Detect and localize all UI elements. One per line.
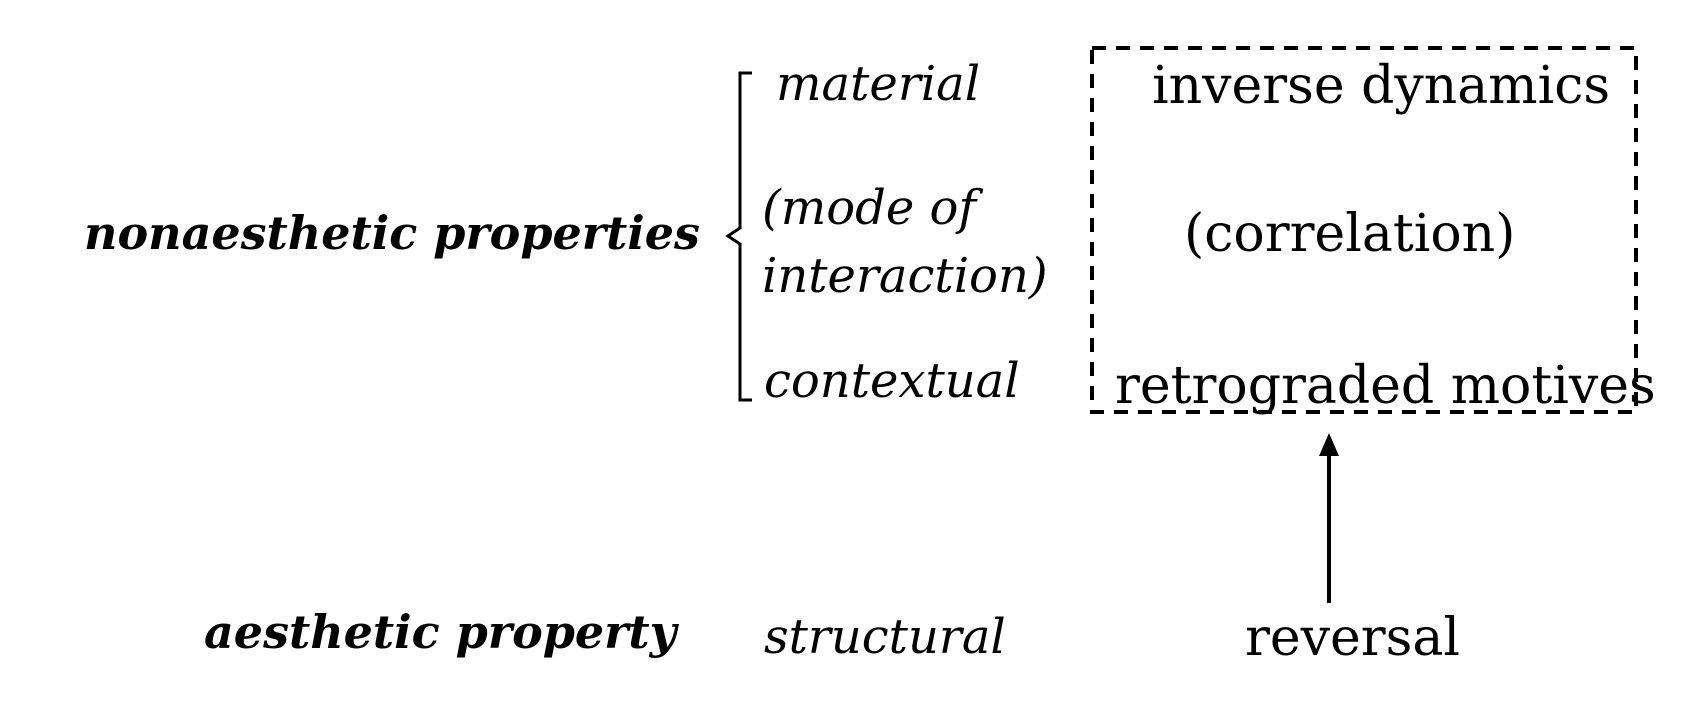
box-inverse-dynamics: inverse dynamics — [1152, 56, 1611, 116]
dashed-box — [1090, 46, 1638, 414]
reversal-label: reversal — [1245, 608, 1460, 668]
nonaesthetic-properties-label: nonaesthetic properties — [84, 206, 700, 260]
category-mode-of-interaction-line1: (mode of — [762, 180, 977, 236]
aesthetic-property-label: aesthetic property — [204, 605, 677, 659]
category-structural: structural — [764, 609, 1006, 665]
category-material: material — [776, 56, 981, 112]
grouping-brace — [725, 71, 752, 402]
box-correlation: (correlation) — [1184, 204, 1516, 264]
category-mode-of-interaction-line2: interaction) — [762, 248, 1048, 304]
category-contextual: contextual — [764, 353, 1020, 409]
arrow-head — [1319, 433, 1339, 456]
box-retrograded-motives: retrograded motives — [1115, 356, 1656, 416]
